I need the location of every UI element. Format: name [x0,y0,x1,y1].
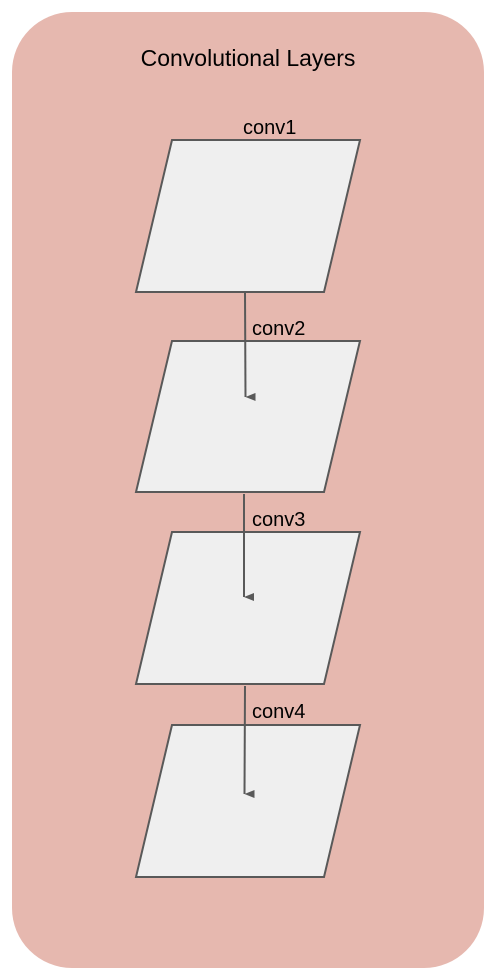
layer-shape [134,531,362,685]
layer-label: conv4 [252,701,305,723]
container-title: Convolutional Layers [141,45,356,71]
layer-conv4: conv4 [134,701,362,878]
arrow-conv1-conv2 [244,291,256,401]
layer-label: conv3 [252,509,305,531]
layer-conv1: conv1 [134,117,362,293]
layer-label: conv2 [252,318,305,340]
layer-conv3: conv3 [134,509,362,685]
layer-shape [134,139,362,293]
arrow-conv3-conv4 [243,685,255,799]
layer-shape [134,724,362,878]
layer-label: conv1 [243,117,296,139]
layer-conv2: conv2 [134,318,362,493]
layer-shape [134,340,362,493]
